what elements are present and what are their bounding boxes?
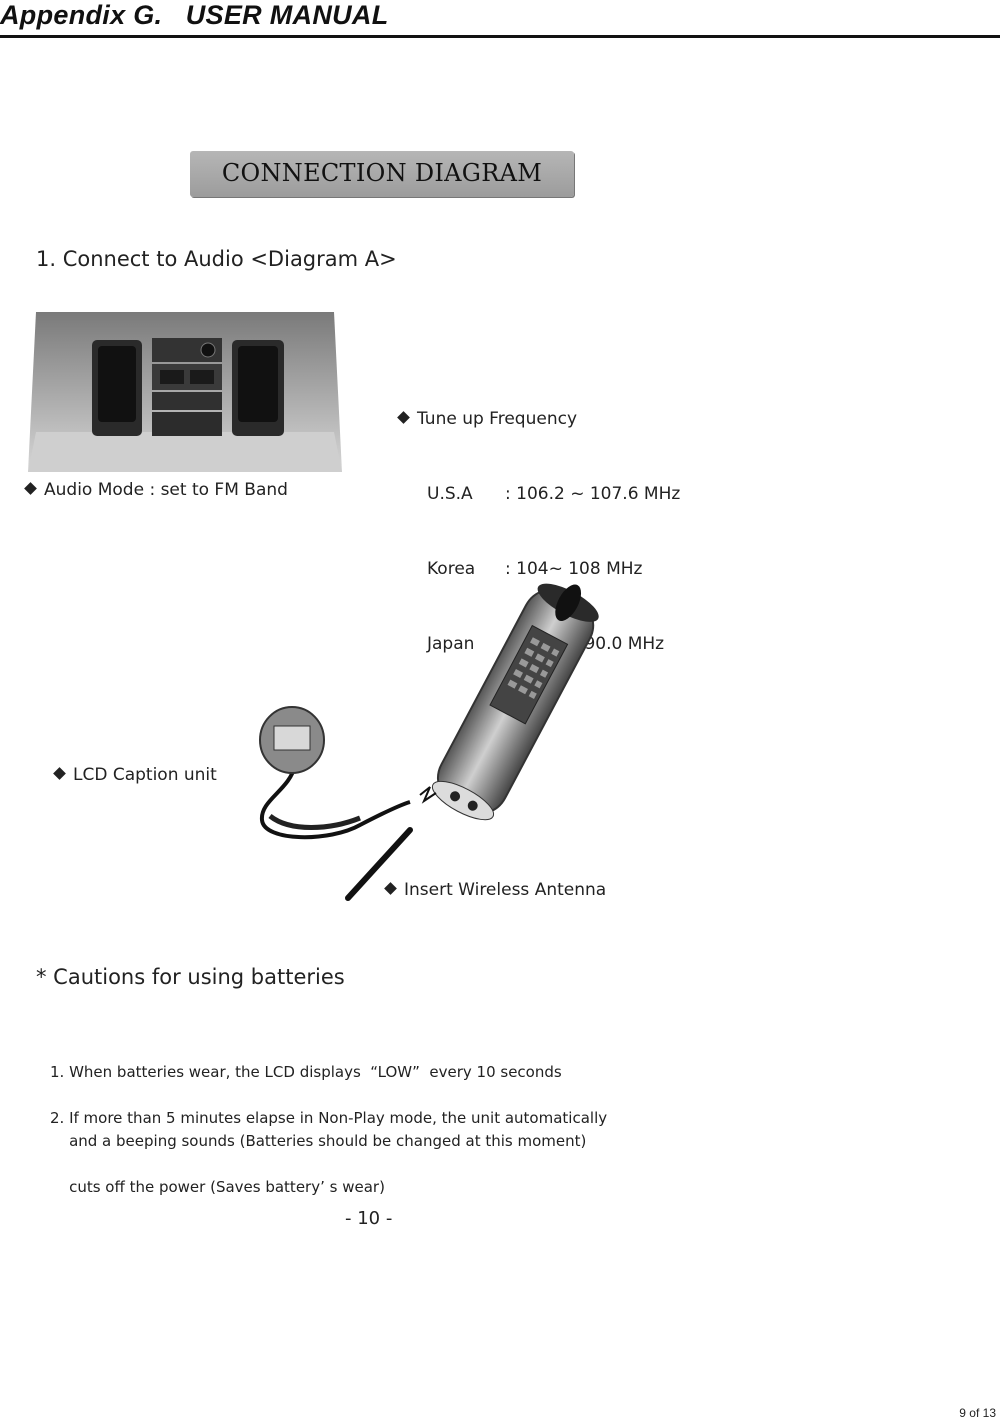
- region-label: U.S.A: [427, 484, 473, 504]
- frequency-range: 106.2 ~ 107.6 MHz: [516, 484, 681, 504]
- caution-line: 1. When batteries wear, the LCD displays…: [50, 1063, 562, 1081]
- caution-item: 2. If more than 5 minutes elapse in Non-…: [50, 1061, 607, 1222]
- diamond-bullet-icon: [53, 767, 66, 780]
- tune-heading: Tune up Frequency: [417, 409, 578, 429]
- frequency-range: 104~ 108 MHz: [516, 559, 643, 579]
- diamond-bullet-icon: [24, 482, 37, 495]
- section-title: CONNECTION DIAGRAM: [221, 159, 543, 187]
- antenna-label: Insert Wireless Antenna: [384, 880, 607, 900]
- diamond-bullet-icon: [397, 411, 410, 424]
- step-1-label: 1. Connect to Audio <Diagram A>: [36, 247, 397, 271]
- caution-item: 1. When batteries wear, the LCD displays…: [50, 1015, 586, 1176]
- frequency-row: U.S.A: 106.2 ~ 107.6 MHz: [399, 482, 680, 507]
- antenna-text: Insert Wireless Antenna: [404, 880, 607, 900]
- document-header-title: Appendix G. USER MANUAL: [0, 0, 389, 30]
- lcd-caption-text: LCD Caption unit: [73, 765, 217, 785]
- caution-line: cuts off the power (Saves battery’ s wea…: [50, 1178, 385, 1196]
- cautions-title: * Cautions for using batteries: [36, 965, 345, 989]
- page-number: - 10 -: [345, 1208, 393, 1229]
- region-label: Korea: [427, 559, 476, 579]
- separator: :: [505, 484, 511, 504]
- receiver-device-image: [259, 583, 599, 901]
- diamond-bullet-icon: [384, 882, 397, 895]
- audio-mode-note: Audio Mode : set to FM Band: [24, 480, 288, 500]
- audio-system-image: [28, 312, 342, 472]
- region-label: Japan: [427, 634, 475, 654]
- caution-line: 2. If more than 5 minutes elapse in Non-…: [50, 1109, 608, 1127]
- page-footer: 9 of 13: [959, 1406, 996, 1420]
- lcd-caption-label: LCD Caption unit: [53, 765, 217, 785]
- audio-mode-text: Audio Mode : set to FM Band: [44, 480, 288, 500]
- header-rule: [0, 35, 1000, 38]
- caution-line: and a beeping sounds (Batteries should b…: [50, 1132, 587, 1150]
- section-title-box: CONNECTION DIAGRAM: [190, 151, 574, 197]
- separator: :: [505, 559, 511, 579]
- tune-frequency-block: Tune up Frequency U.S.A: 106.2 ~ 107.6 M…: [397, 357, 680, 682]
- frequency-row: Korea: 104~ 108 MHz: [399, 557, 680, 582]
